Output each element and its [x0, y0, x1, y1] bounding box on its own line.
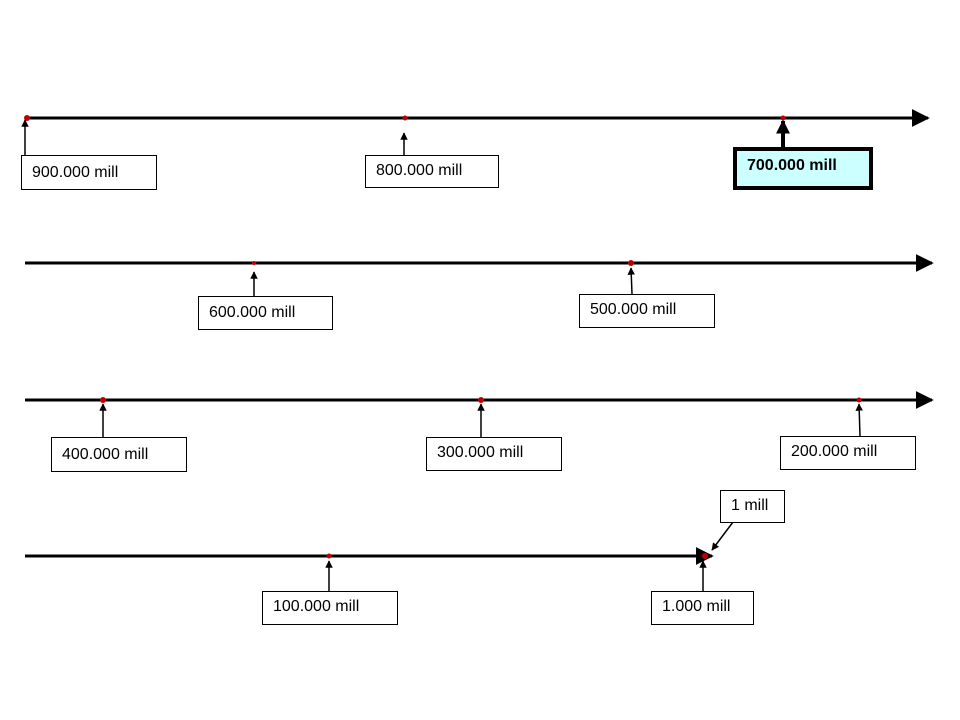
label-700000-mill: 700.000 mill	[733, 147, 873, 190]
pointer-arrow-1	[711, 521, 734, 551]
marker-dot-800	[402, 115, 408, 121]
pointer-arrow-200	[855, 403, 863, 437]
label-800000-mill: 800.000 mill	[365, 155, 499, 188]
marker-dot-500	[628, 260, 634, 266]
label-100000-mill: 100.000 mill	[262, 591, 398, 625]
label-400000-mill: 400.000 mill	[51, 437, 187, 472]
label-200000-mill: 200.000 mill	[780, 436, 916, 470]
label-900000-mill: 900.000 mill	[21, 155, 157, 190]
label-300000-mill: 300.000 mill	[426, 437, 562, 471]
marker-dot-1000	[702, 553, 708, 559]
label-600000-mill: 600.000 mill	[198, 296, 333, 330]
marker-dot-700	[780, 115, 786, 121]
marker-dot-100	[326, 553, 332, 559]
marker-dot-400	[100, 397, 106, 403]
label-500000-mill: 500.000 mill	[579, 294, 715, 328]
label-1-mill: 1 mill	[720, 490, 785, 523]
marker-dot-200	[856, 397, 862, 403]
pointer-arrow-500	[627, 267, 636, 295]
marker-dot-300	[478, 397, 484, 403]
marker-dot-600	[252, 261, 256, 265]
label-1000-mill: 1.000 mill	[651, 591, 754, 625]
